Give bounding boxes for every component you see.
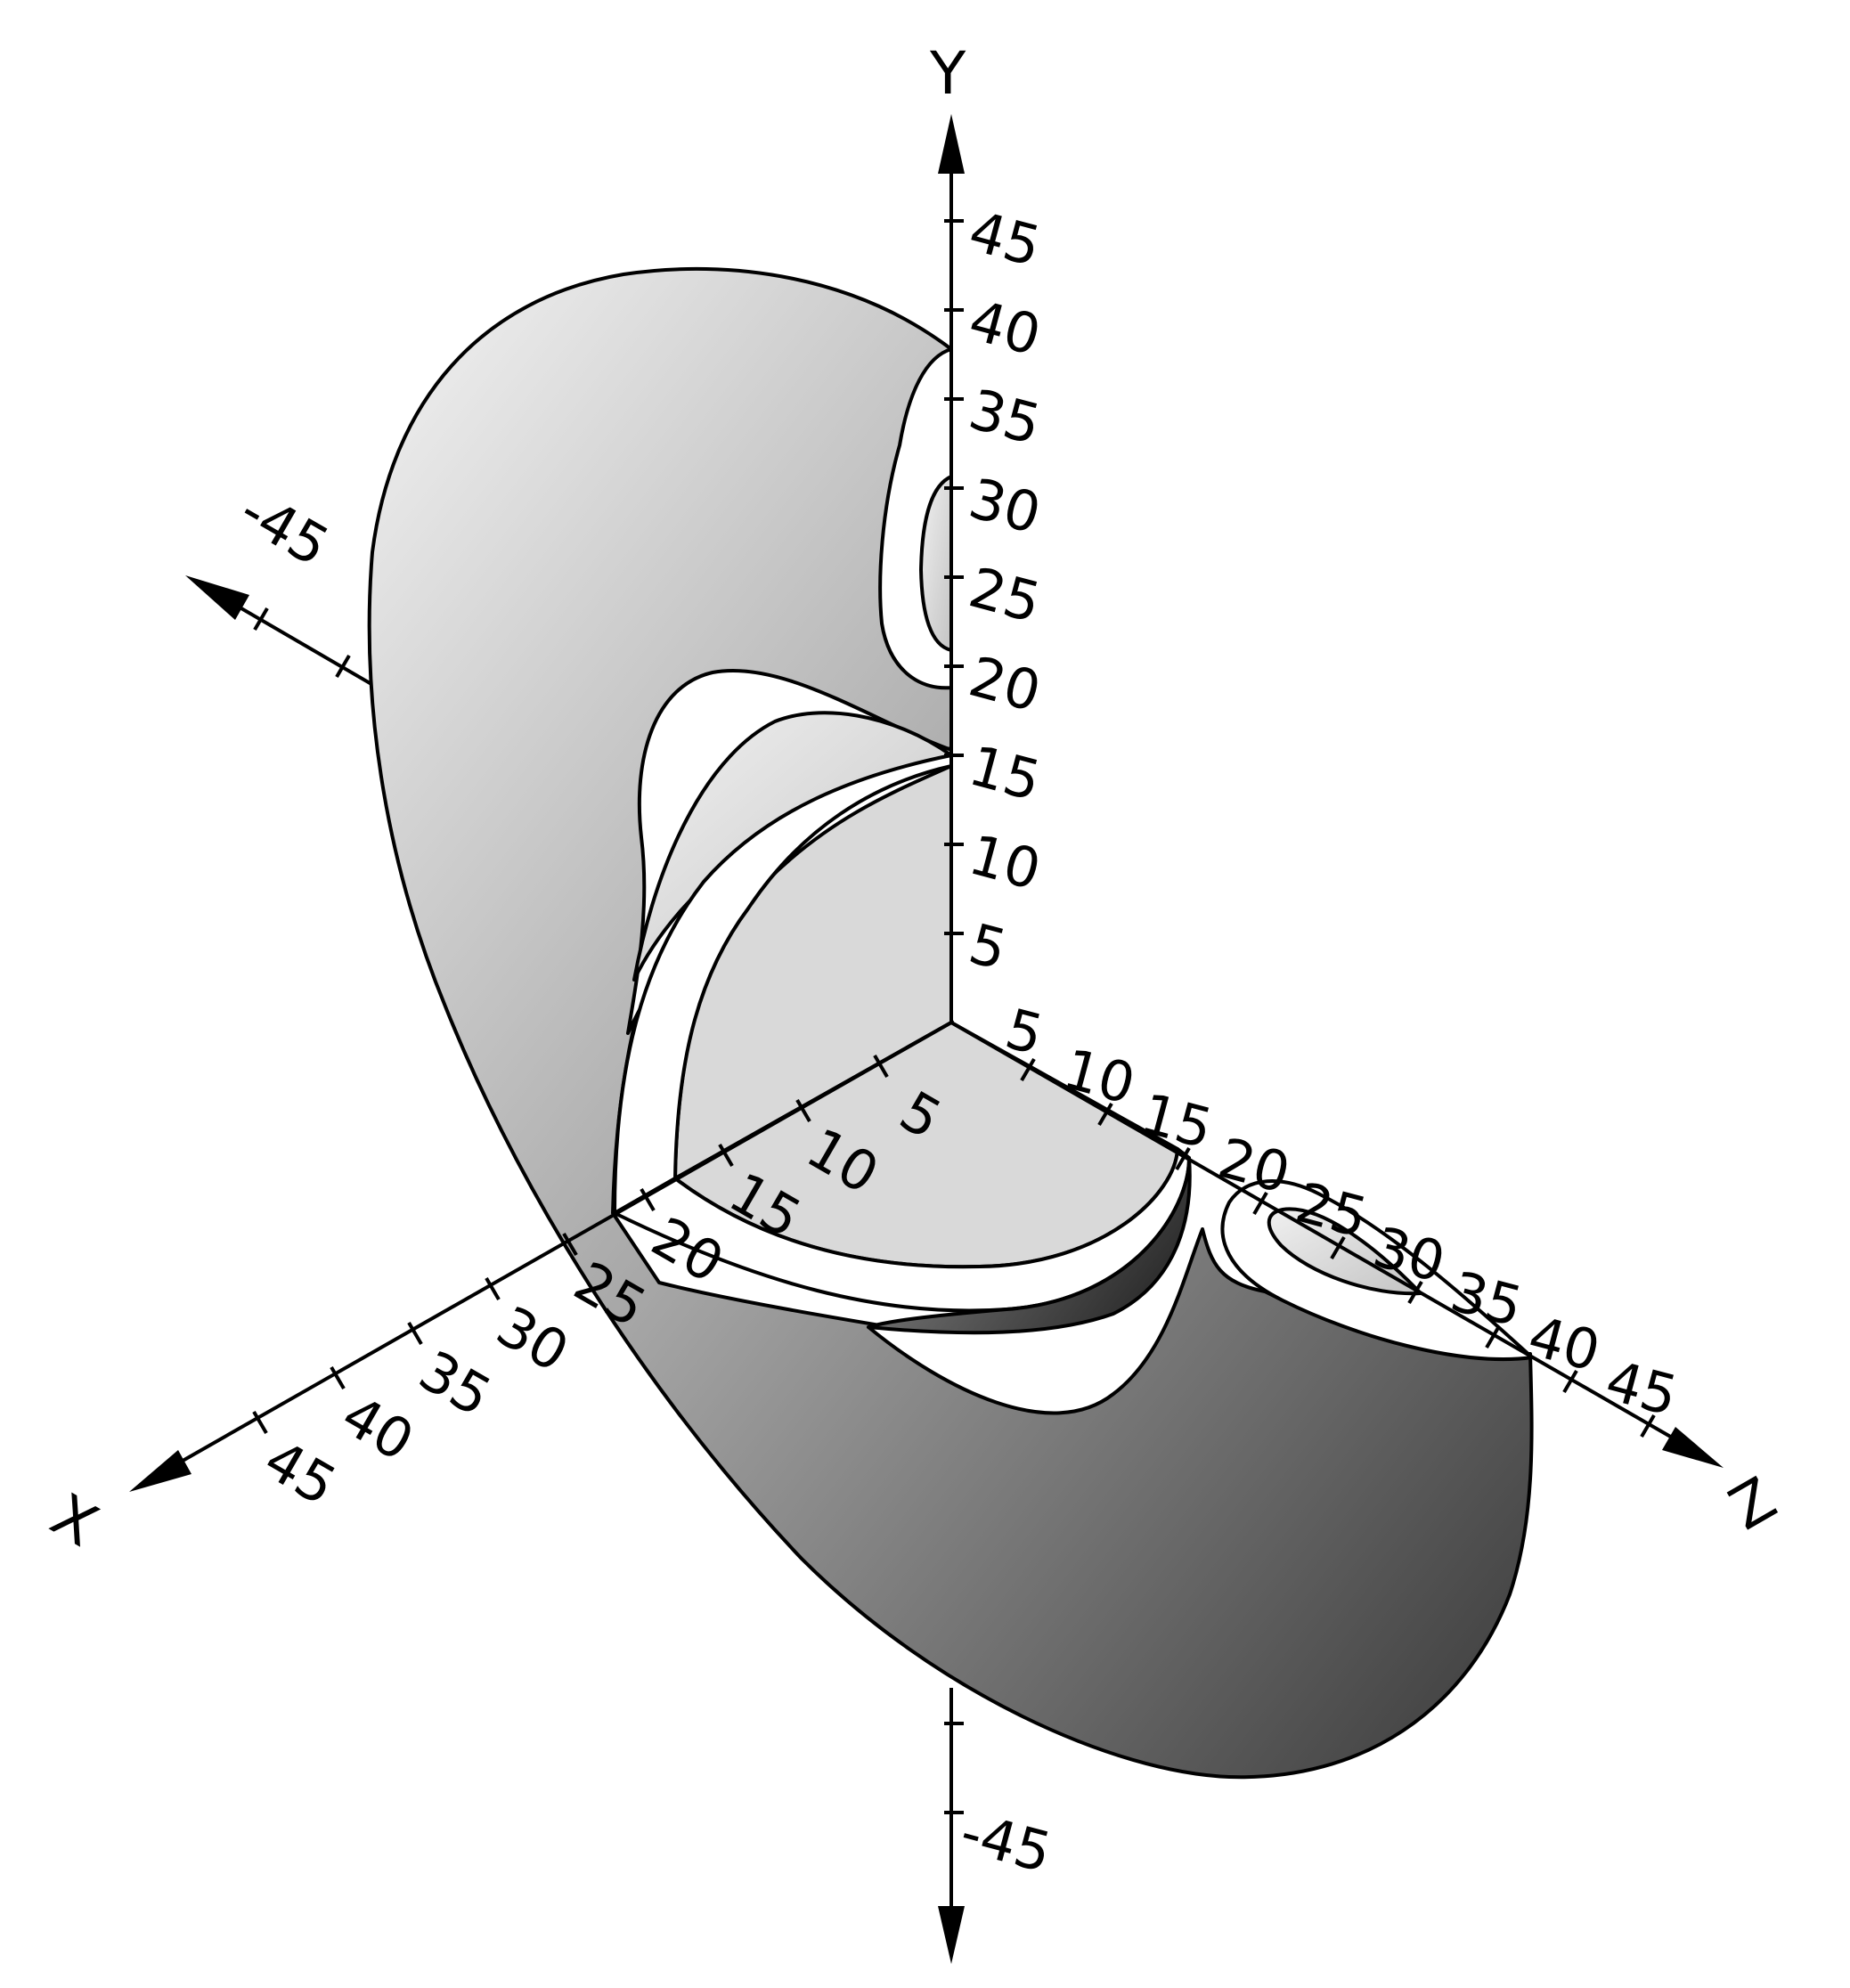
y-axis-tick-label: 20 <box>963 644 1047 725</box>
y-axis-tick-label: 10 <box>963 822 1047 903</box>
torus-outer-surface <box>367 266 1534 1780</box>
y-axis-tick-label: 35 <box>963 377 1047 458</box>
x-axis-tick <box>335 654 351 679</box>
z-axis-tick <box>1175 1146 1191 1171</box>
z-axis-tick-label: 45 <box>1600 1348 1684 1429</box>
x-axis-tick <box>718 1143 734 1168</box>
z-axis-tick <box>1020 1057 1036 1082</box>
z-axis-tick <box>1097 1102 1113 1127</box>
z-axis-tick-label: 40 <box>1522 1303 1607 1384</box>
x-axis-tick-label: 45 <box>254 1427 347 1519</box>
y-axis-name: Y <box>929 39 966 108</box>
y-axis-tick-label-negative: -45 <box>954 1799 1058 1886</box>
z-axis-tick <box>1252 1191 1268 1216</box>
x-axis-tick <box>640 1187 656 1212</box>
upper-cut-inner <box>919 475 953 652</box>
z-axis: Z 5 10 15 20 25 30 35 40 45 <box>950 996 1788 1544</box>
x-axis-tick <box>330 1365 346 1390</box>
x-axis-arrowhead <box>129 1450 192 1492</box>
bottom-bowl-shadow <box>867 1156 1192 1335</box>
y-axis-tick-label: 25 <box>963 555 1047 636</box>
y-axis-negative-arrowhead <box>938 1906 965 1964</box>
x-axis-negative-arrowhead <box>185 575 249 620</box>
x-axis-positive-line <box>151 1021 952 1480</box>
z-axis-tick <box>1485 1324 1501 1349</box>
y-axis-tick-label: 5 <box>963 911 1014 983</box>
y-axis-tick-label: 40 <box>963 288 1047 369</box>
x-axis-tick <box>873 1054 889 1079</box>
z-axis-tick <box>1640 1414 1656 1438</box>
z-axis-tick-label: 5 <box>999 996 1050 1068</box>
z-axis-tick <box>1562 1369 1578 1394</box>
z-axis-arrowhead <box>1662 1427 1724 1468</box>
x-axis-tick <box>252 1410 268 1435</box>
x-axis-tick <box>407 1321 423 1346</box>
x-axis-tick <box>485 1276 501 1301</box>
z-axis-tick <box>1330 1235 1346 1260</box>
x-axis-tick <box>253 607 269 631</box>
x-axis-tick <box>562 1232 578 1257</box>
y-axis-arrowhead <box>938 114 965 174</box>
x-axis-name: X <box>40 1480 110 1560</box>
z-axis-tick <box>1407 1280 1423 1305</box>
y-axis-tick-label: 45 <box>963 199 1047 280</box>
y-axis-tick-label: 15 <box>963 733 1047 814</box>
y-axis-tick-label: 30 <box>963 466 1047 547</box>
z-axis-name: Z <box>1718 1464 1788 1544</box>
x-axis-tick-label-negative: -45 <box>229 477 339 579</box>
x-axis-tick <box>795 1098 811 1123</box>
